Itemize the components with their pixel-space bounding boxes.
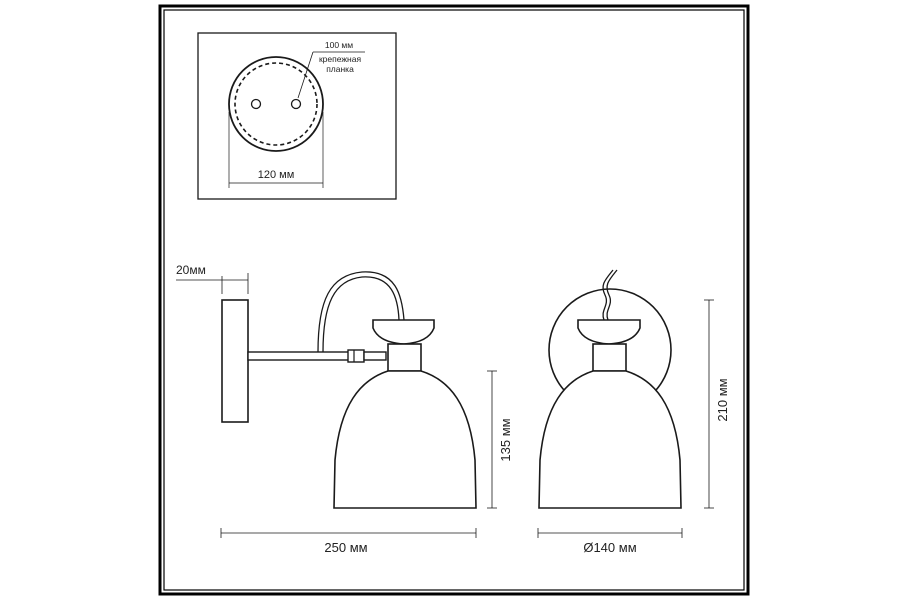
side-view: 20мм 135 мм 250 мм — [176, 263, 513, 555]
front-cord — [602, 269, 614, 321]
screw-hole-right — [290, 98, 302, 110]
plate-label-line2: планка — [326, 64, 354, 74]
inner-dim-label: 100 мм — [325, 40, 353, 50]
arm-connector — [363, 351, 387, 361]
width-dim-label: 250 мм — [324, 540, 367, 555]
plate-leader-line — [297, 51, 314, 99]
lamp-shade — [333, 370, 477, 509]
front-view: 210 мм Ø140 мм — [537, 269, 730, 555]
front-lamp-neck — [592, 343, 627, 372]
front-lamp-shade — [538, 370, 682, 509]
lamp-cup — [372, 319, 435, 345]
mount-detail: 100 мм крепежная планка 120 мм — [197, 32, 397, 200]
inner-frame — [163, 9, 745, 591]
arm — [247, 351, 351, 361]
diameter-dim-label: Ø140 мм — [583, 540, 636, 555]
front-cord-inner — [606, 269, 618, 321]
outer-dim-label: 120 мм — [258, 169, 295, 181]
outer-frame — [158, 4, 750, 596]
cord-inner — [322, 276, 400, 353]
wall-plate — [221, 299, 249, 423]
arm-joint — [347, 349, 365, 363]
lamp-neck — [387, 343, 422, 372]
screw-hole-left — [250, 98, 262, 110]
height-dim-label: 135 мм — [498, 418, 513, 461]
canopy-circle — [228, 56, 324, 152]
offset-dim-label: 20мм — [176, 263, 206, 277]
mount-detail-box — [197, 32, 397, 200]
total-height-dim-label: 210 мм — [715, 378, 730, 421]
cord — [317, 271, 405, 353]
mounting-plate-circle — [234, 62, 318, 146]
plate-label-line1: крепежная — [319, 54, 362, 64]
